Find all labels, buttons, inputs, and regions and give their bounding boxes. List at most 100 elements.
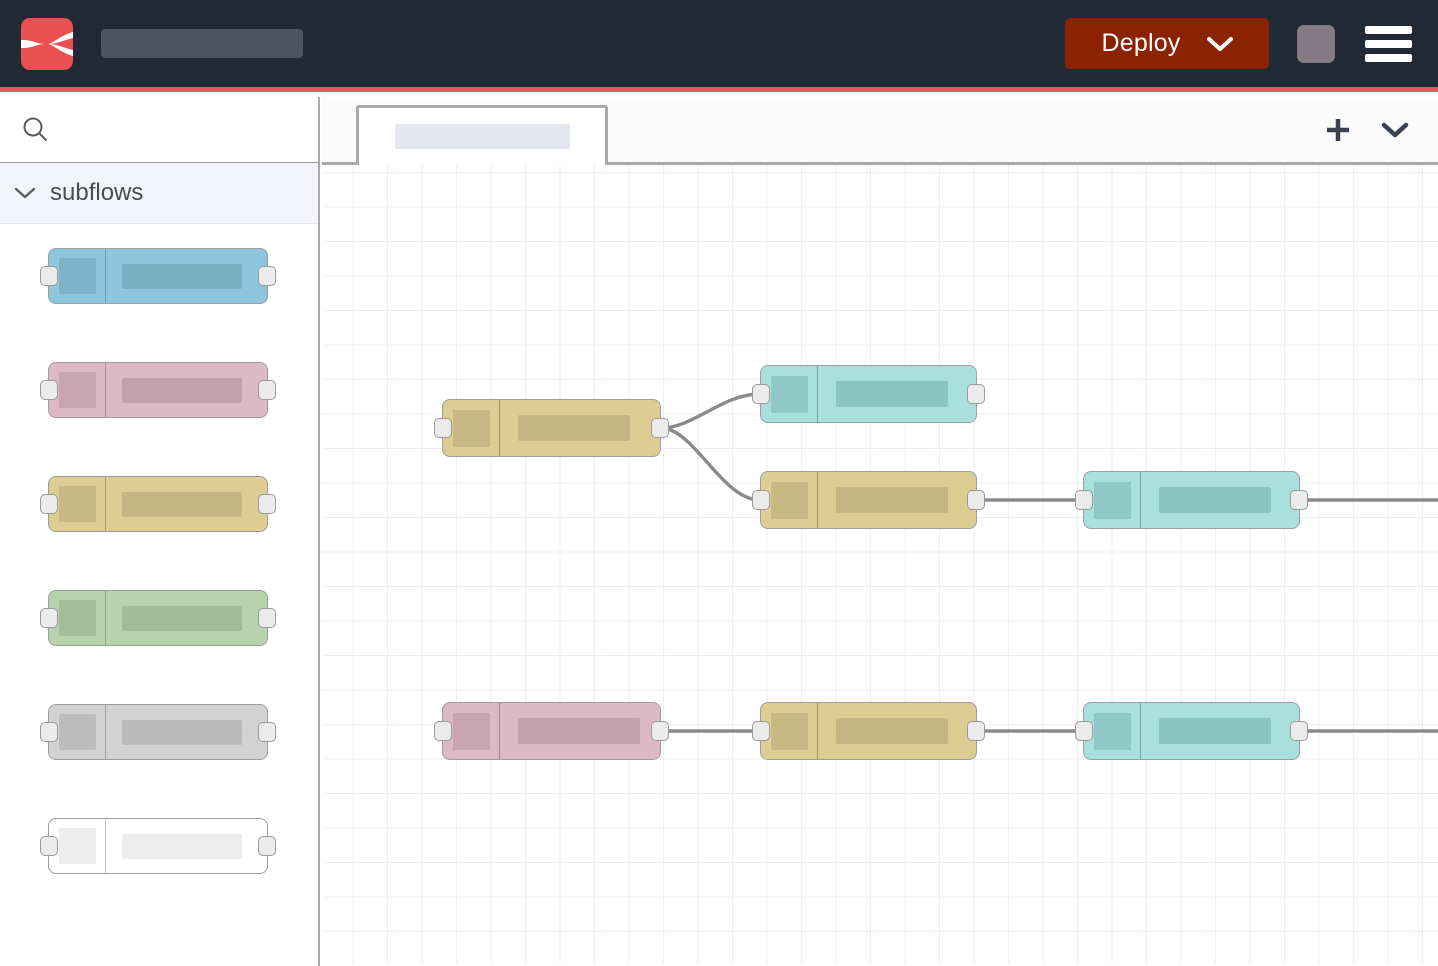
node-output-port[interactable] <box>1290 490 1308 510</box>
palette-node-label <box>122 491 242 517</box>
flow-node-icon <box>1084 472 1141 528</box>
flow-tab-1[interactable] <box>356 105 608 165</box>
flow-tab-bar <box>322 97 1438 165</box>
flow-node-top-a[interactable] <box>752 365 985 423</box>
flow-node-body <box>500 703 660 759</box>
flow-node-icon <box>761 472 818 528</box>
flow-node-label <box>518 718 640 744</box>
palette-node-label <box>122 377 242 403</box>
flow-node-body <box>1141 703 1299 759</box>
palette-node-3[interactable] <box>40 476 276 532</box>
palette-node-2[interactable] <box>40 362 276 418</box>
node-red-logo-icon[interactable] <box>21 17 73 70</box>
flow-node-icon <box>761 366 818 422</box>
node-input-port[interactable] <box>752 490 770 510</box>
flow-node-bot-b[interactable] <box>752 702 985 760</box>
tab-bar-actions <box>1323 97 1410 162</box>
node-output-port[interactable] <box>258 494 276 514</box>
flow-canvas[interactable] <box>322 165 1438 963</box>
app-header: Deploy <box>0 0 1438 92</box>
palette-node-6[interactable] <box>40 818 276 874</box>
node-input-port[interactable] <box>1075 490 1093 510</box>
palette-node-body <box>106 477 267 531</box>
wire-inject-to-top-a[interactable] <box>660 392 761 430</box>
node-output-port[interactable] <box>1290 721 1308 741</box>
node-output-port[interactable] <box>258 836 276 856</box>
node-input-port[interactable] <box>40 380 58 400</box>
node-output-port[interactable] <box>967 490 985 510</box>
node-input-port[interactable] <box>434 721 452 741</box>
flow-node-icon <box>443 400 500 456</box>
node-input-port[interactable] <box>1075 721 1093 741</box>
node-output-port[interactable] <box>967 384 985 404</box>
node-input-port[interactable] <box>40 836 58 856</box>
palette-node-label <box>122 263 242 289</box>
palette-category-subflows[interactable]: subflows <box>0 163 318 224</box>
flow-node-label <box>836 487 948 513</box>
flow-node-inject[interactable] <box>434 399 669 457</box>
search-icon <box>23 117 47 141</box>
palette-node-label <box>122 719 242 745</box>
palette-node-1[interactable] <box>40 248 276 304</box>
palette-node-body <box>106 819 267 873</box>
deploy-button[interactable]: Deploy <box>1065 18 1269 69</box>
node-output-port[interactable] <box>258 722 276 742</box>
flow-tab-label <box>394 124 570 149</box>
chevron-down-icon[interactable] <box>1380 120 1410 140</box>
flow-node-label <box>1159 718 1271 744</box>
flow-node-label <box>836 381 948 407</box>
palette-node-icon <box>49 477 106 531</box>
palette-node-icon <box>49 249 106 303</box>
chevron-down-icon <box>1206 36 1233 51</box>
palette-search[interactable] <box>0 97 318 163</box>
palette-node-body <box>106 705 267 759</box>
palette-node-icon <box>49 705 106 759</box>
flow-node-body <box>1141 472 1299 528</box>
flow-node-icon <box>443 703 500 759</box>
flow-node-label <box>836 718 948 744</box>
header-search-input[interactable] <box>101 29 303 58</box>
flow-node-bot-c[interactable] <box>1075 702 1308 760</box>
deploy-button-label: Deploy <box>1101 29 1181 57</box>
flow-node-label <box>1159 487 1271 513</box>
plus-icon[interactable] <box>1323 115 1353 145</box>
node-output-port[interactable] <box>967 721 985 741</box>
hamburger-menu-icon[interactable] <box>1365 25 1412 62</box>
palette-node-label <box>122 833 242 859</box>
flow-node-top-b[interactable] <box>752 471 985 529</box>
node-output-port[interactable] <box>258 266 276 286</box>
wire-inject-to-top-b[interactable] <box>660 426 761 502</box>
palette-node-list <box>0 224 318 874</box>
flow-node-top-c[interactable] <box>1075 471 1308 529</box>
node-input-port[interactable] <box>40 494 58 514</box>
palette-node-label <box>122 605 242 631</box>
flow-node-body <box>818 472 976 528</box>
palette-node-5[interactable] <box>40 704 276 760</box>
workspace <box>322 97 1438 966</box>
palette-sidebar: subflows <box>0 97 320 966</box>
chevron-down-icon <box>14 187 36 199</box>
node-input-port[interactable] <box>752 384 770 404</box>
node-output-port[interactable] <box>258 380 276 400</box>
node-input-port[interactable] <box>40 266 58 286</box>
node-output-port[interactable] <box>258 608 276 628</box>
node-input-port[interactable] <box>40 722 58 742</box>
flow-node-label <box>518 415 630 441</box>
node-input-port[interactable] <box>752 721 770 741</box>
node-input-port[interactable] <box>434 418 452 438</box>
flow-node-body <box>818 703 976 759</box>
flow-node-bot-a[interactable] <box>434 702 669 760</box>
palette-node-body <box>106 249 267 303</box>
flow-wires <box>660 392 1438 733</box>
user-avatar[interactable] <box>1297 24 1335 63</box>
node-output-port[interactable] <box>651 418 669 438</box>
node-output-port[interactable] <box>651 721 669 741</box>
palette-node-icon <box>49 591 106 645</box>
palette-node-body <box>106 363 267 417</box>
flow-node-body <box>500 400 660 456</box>
palette-node-4[interactable] <box>40 590 276 646</box>
header-actions: Deploy <box>1065 18 1438 69</box>
flow-node-icon <box>761 703 818 759</box>
node-input-port[interactable] <box>40 608 58 628</box>
